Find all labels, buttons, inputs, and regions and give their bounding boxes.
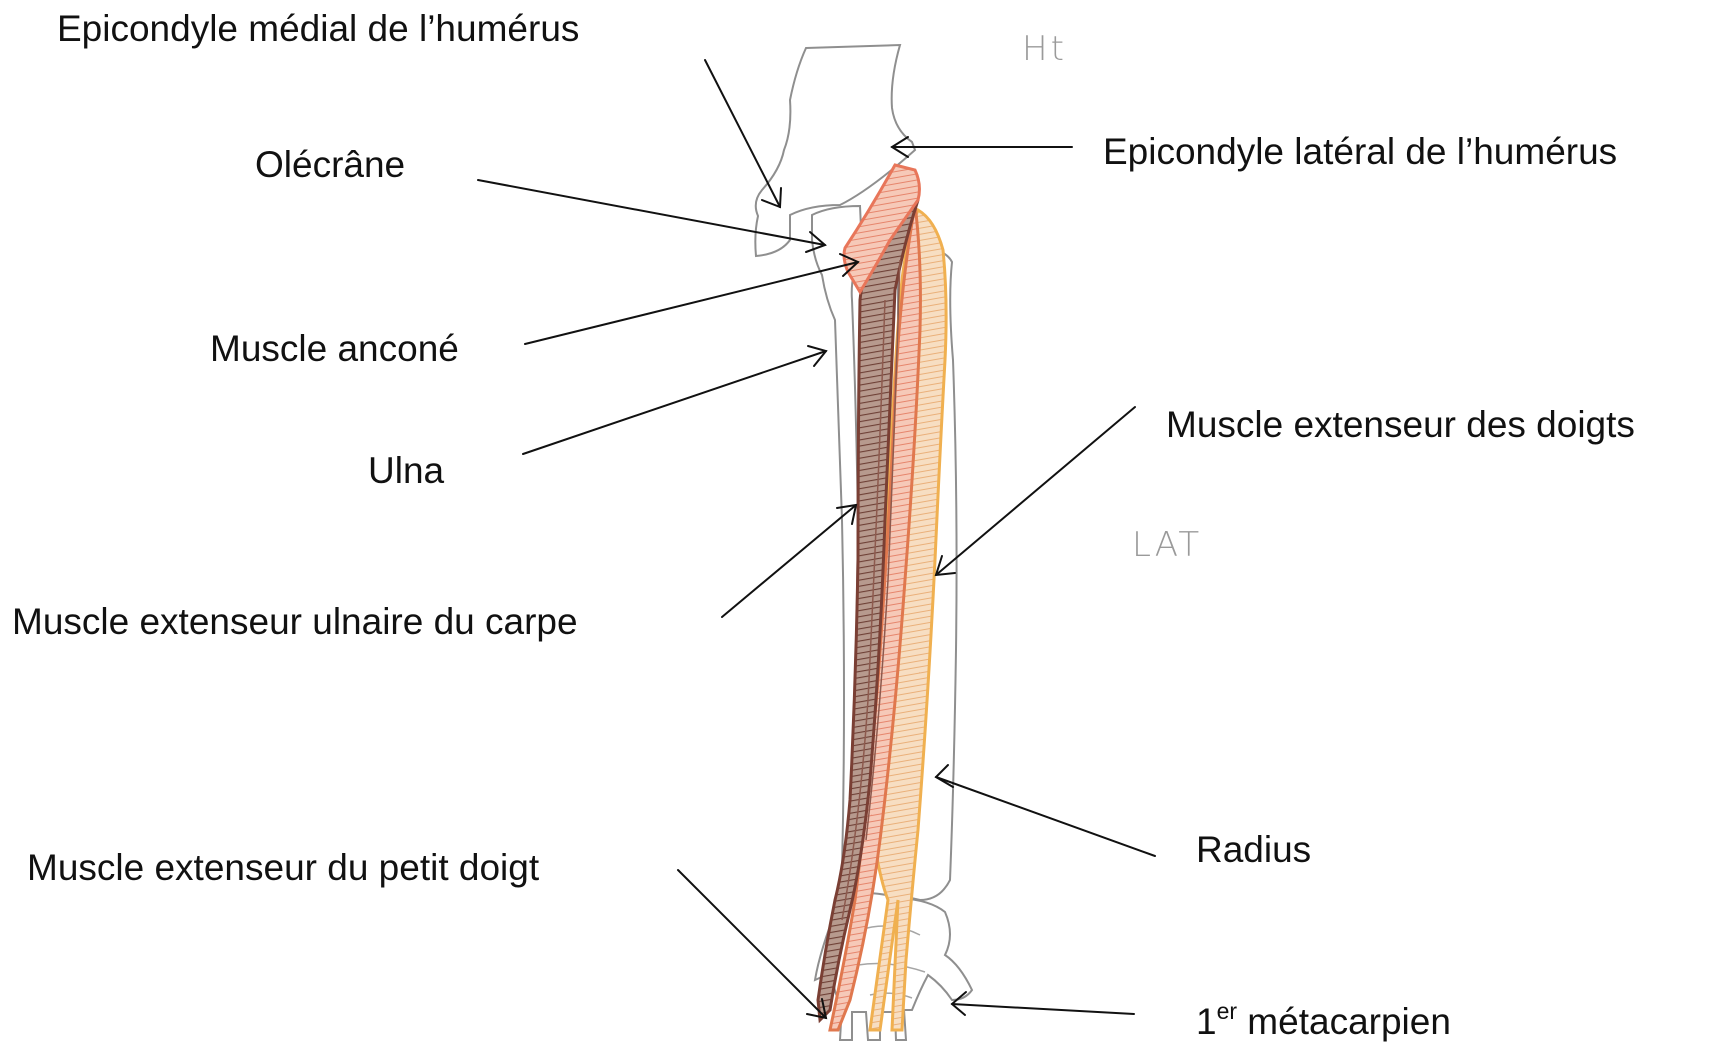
leader-extensor-carpi-ulnaris [722, 505, 856, 617]
leader-radius [936, 777, 1155, 856]
label-olecrane: Olécrâne [255, 146, 405, 183]
orientation-top-mark: Ht [1022, 32, 1067, 66]
leader-olecrane [478, 180, 825, 245]
orientation-lateral-mark: LAT [1132, 528, 1202, 562]
leader-epicondyle-medial [705, 60, 780, 207]
label-epicondyle-lateral: Epicondyle latéral de l’humérus [1103, 133, 1617, 170]
label-radius: Radius [1196, 831, 1311, 868]
first-metacarpal-number: 1 [1196, 1001, 1217, 1042]
leader-ulna [523, 351, 826, 454]
leader-first-metacarpal [952, 1004, 1134, 1014]
leader-lines [478, 60, 1155, 1018]
label-first-metacarpal: 1er métacarpien [1196, 1003, 1451, 1040]
label-extensor-carpi-ulnaris: Muscle extenseur ulnaire du carpe [12, 603, 578, 640]
leader-extensor-digiti-minimi [678, 870, 826, 1018]
first-metacarpal-text: métacarpien [1237, 1001, 1451, 1042]
label-anconeus: Muscle anconé [210, 330, 459, 367]
label-extensor-digitorum: Muscle extenseur des doigts [1166, 406, 1635, 443]
label-ulna: Ulna [368, 452, 444, 489]
leader-anconeus [525, 262, 858, 344]
label-epicondyle-medial: Epicondyle médial de l’humérus [57, 10, 579, 47]
first-metacarpal-superscript: er [1217, 998, 1237, 1024]
leader-extensor-digitorum [936, 407, 1135, 575]
label-extensor-digiti-minimi: Muscle extenseur du petit doigt [27, 849, 539, 886]
arrowhead-radius [936, 765, 953, 787]
